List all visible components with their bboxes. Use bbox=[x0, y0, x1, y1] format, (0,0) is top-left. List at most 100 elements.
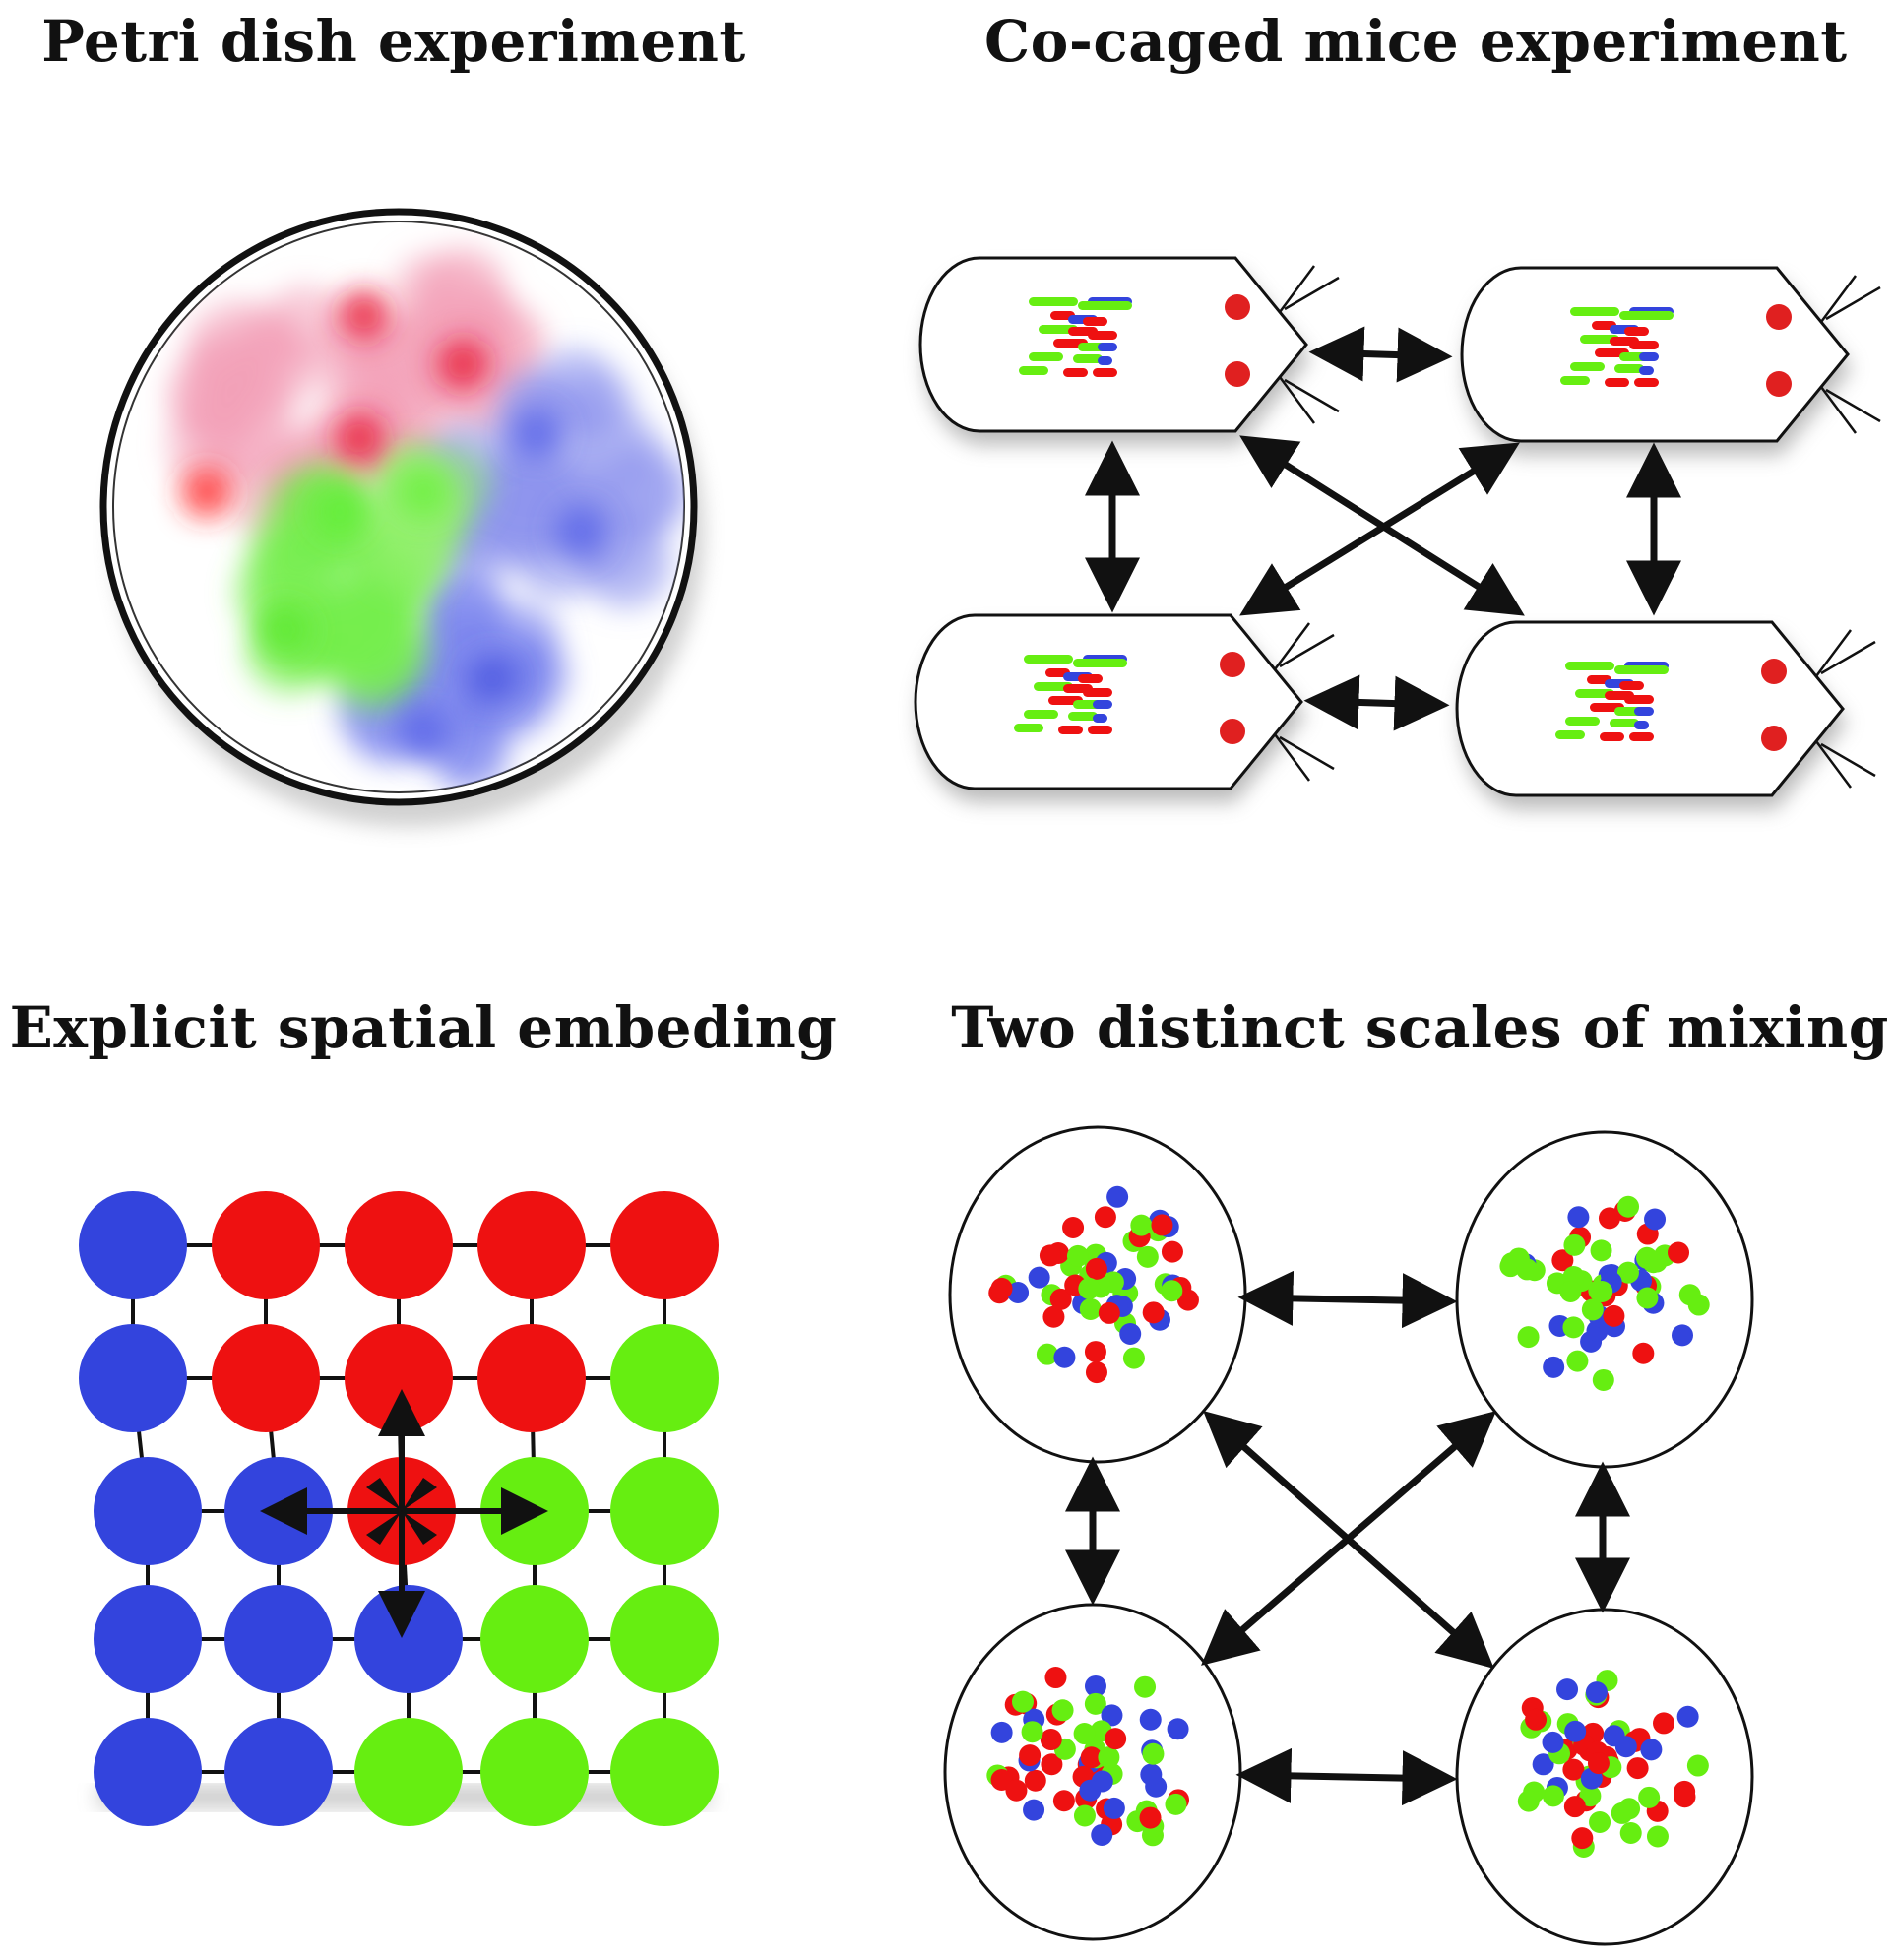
colony-core bbox=[555, 506, 606, 557]
microbe-dash-red bbox=[1088, 726, 1112, 734]
site-green bbox=[610, 1324, 719, 1432]
whiskers-lower bbox=[1278, 376, 1340, 424]
mouse-top-left bbox=[918, 256, 1340, 445]
whiskers-upper bbox=[1819, 275, 1881, 323]
microbe-dash-red bbox=[1629, 732, 1654, 741]
microbe-green bbox=[1021, 1721, 1043, 1743]
microbe-red bbox=[1005, 1779, 1028, 1802]
microbe-blue bbox=[1672, 1324, 1694, 1347]
microbe-dash-green bbox=[1024, 710, 1058, 719]
microbe-green bbox=[1517, 1790, 1540, 1812]
site-red bbox=[477, 1191, 586, 1299]
site-green bbox=[610, 1457, 719, 1565]
microbe-dash-green bbox=[1614, 665, 1669, 674]
arrow-top bbox=[1308, 326, 1453, 383]
microbe-green bbox=[1566, 1350, 1589, 1372]
site-red bbox=[477, 1324, 586, 1432]
star-wedge bbox=[366, 1478, 402, 1511]
microbe-green bbox=[1161, 1280, 1183, 1302]
microbe-red bbox=[1084, 1341, 1106, 1363]
colony-blob bbox=[246, 520, 314, 588]
mouse-eye bbox=[1225, 361, 1250, 387]
microbe-blue bbox=[1053, 1346, 1076, 1368]
arrow-bottom bbox=[1235, 1747, 1458, 1806]
arrow-bottom bbox=[1303, 674, 1450, 731]
microbe-dash-red bbox=[1624, 327, 1649, 336]
colony-core bbox=[398, 467, 449, 518]
microbe-dash-blue bbox=[1639, 352, 1659, 361]
microbe-blue bbox=[1023, 1799, 1045, 1821]
microbe-red bbox=[1019, 1744, 1042, 1767]
host-bottom-right bbox=[1455, 1608, 1754, 1946]
microbe-green bbox=[1499, 1255, 1522, 1278]
microbe-green bbox=[1136, 1245, 1159, 1268]
microbe-red bbox=[1668, 1241, 1690, 1264]
microbe-blue bbox=[1103, 1797, 1125, 1819]
bacterial-colonies bbox=[166, 245, 684, 792]
microbe-red bbox=[1151, 1214, 1173, 1236]
microbe-red bbox=[1049, 1288, 1072, 1310]
microbe-green bbox=[1130, 1214, 1153, 1236]
microbe-dash-green bbox=[1068, 712, 1098, 721]
mouse-eye bbox=[1761, 726, 1787, 751]
gut-microbe-dashes bbox=[1560, 307, 1674, 387]
microbe-dash-green bbox=[1570, 307, 1619, 316]
microbe-dash-green bbox=[1614, 364, 1644, 373]
site-green bbox=[480, 1585, 589, 1693]
microbe-red bbox=[1040, 1729, 1062, 1751]
blue-colony bbox=[398, 348, 684, 609]
colony-blob bbox=[588, 437, 684, 537]
colony-core bbox=[260, 604, 311, 656]
microbe-green bbox=[1636, 1287, 1659, 1309]
mouse-bottom-left bbox=[914, 613, 1335, 802]
microbe-red bbox=[1039, 1244, 1061, 1267]
microbe-dots bbox=[986, 1667, 1190, 1847]
whiskers-upper bbox=[1814, 629, 1876, 677]
star-wedge bbox=[402, 1478, 437, 1511]
microbe-dash-green bbox=[1029, 352, 1063, 361]
colony-blob bbox=[183, 380, 259, 456]
microbe-red bbox=[1139, 1806, 1162, 1829]
star-wedge bbox=[402, 1511, 437, 1545]
microbe-dots bbox=[1517, 1670, 1709, 1858]
microbe-green bbox=[1591, 1281, 1613, 1303]
microbe-dash-blue bbox=[1634, 707, 1654, 716]
microbe-red bbox=[1052, 1790, 1075, 1812]
host-bottom-left bbox=[943, 1603, 1242, 1941]
title-spatial-embedding: Explicit spatial embeding bbox=[9, 994, 838, 1061]
microbe-dash-green bbox=[1024, 655, 1073, 664]
colony-core bbox=[467, 654, 518, 705]
microbe-blue bbox=[1106, 1185, 1129, 1208]
site-blue bbox=[94, 1457, 202, 1565]
microbe-blue bbox=[1640, 1739, 1663, 1761]
microbe-green bbox=[1635, 1246, 1658, 1269]
arrow-diagonal-2 bbox=[1201, 1411, 1496, 1666]
microbe-blue bbox=[1564, 1720, 1587, 1742]
microbe-green bbox=[1542, 1785, 1564, 1807]
microbe-green bbox=[1122, 1347, 1145, 1369]
microbe-green bbox=[1616, 1261, 1639, 1284]
microbe-dash-green bbox=[1565, 717, 1600, 726]
site-blue bbox=[94, 1585, 202, 1693]
microbe-blue bbox=[1091, 1823, 1113, 1846]
microbe-dash-green bbox=[1565, 662, 1614, 670]
microbe-dash-green bbox=[1610, 719, 1639, 727]
gut-microbe-dashes bbox=[1014, 655, 1127, 734]
colony-core bbox=[511, 408, 562, 459]
microbe-green bbox=[1559, 1280, 1582, 1302]
microbe-green bbox=[1142, 1742, 1165, 1765]
microbe-blue bbox=[1556, 1678, 1579, 1701]
microbe-green bbox=[1646, 1825, 1669, 1848]
site-green bbox=[480, 1718, 589, 1826]
mouse-eye bbox=[1761, 659, 1787, 684]
microbe-green bbox=[1618, 1798, 1641, 1820]
microbe-dash-blue bbox=[1098, 356, 1112, 365]
microbe-green bbox=[1516, 1258, 1539, 1281]
microbe-dash-green bbox=[1555, 730, 1585, 739]
microbe-blue bbox=[1532, 1753, 1554, 1776]
microbe-dash-blue bbox=[1093, 700, 1112, 709]
mouse-bottom-right bbox=[1455, 620, 1876, 809]
microbe-red bbox=[1551, 1249, 1574, 1272]
microbe-red bbox=[1176, 1289, 1199, 1311]
